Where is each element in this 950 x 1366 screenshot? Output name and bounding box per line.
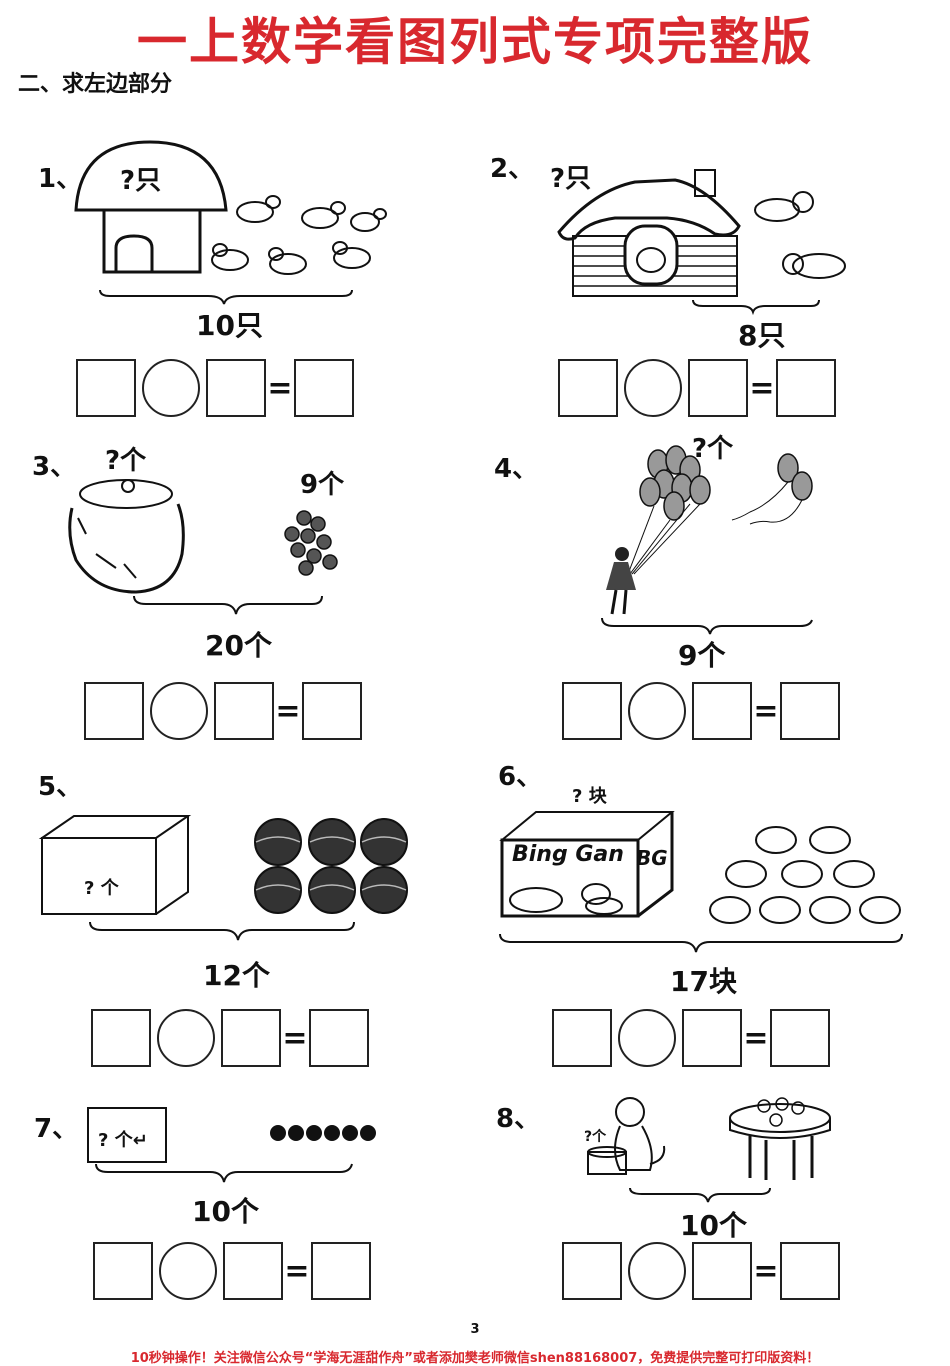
problem-3-illustration: [68, 479, 338, 615]
footer-promo: 10秒钟操作！关注微信公众号“学海无涯甜作舟”或者添加樊老师微信shen8816…: [130, 1351, 820, 1366]
equals-sign: =: [753, 1253, 779, 1289]
answer-box[interactable]: [223, 1242, 283, 1300]
problem-1-number: 1、: [38, 164, 83, 194]
problem-5-equation: =: [91, 1008, 369, 1068]
problem-8-equation: =: [562, 1241, 840, 1301]
problem-1-equation: =: [76, 358, 354, 418]
problem-1-unknown-label: ?只: [120, 166, 162, 196]
problem-5-illustration: [38, 815, 408, 941]
operator-circle[interactable]: [618, 1009, 676, 1067]
equals-sign: =: [267, 370, 293, 406]
answer-box[interactable]: [558, 359, 618, 417]
equals-sign: =: [282, 1020, 308, 1056]
operator-circle[interactable]: [624, 359, 682, 417]
answer-box[interactable]: [214, 682, 274, 740]
problem-1-total: 10只: [196, 309, 263, 342]
answer-box[interactable]: [309, 1009, 369, 1067]
problem-1-illustration: [74, 140, 387, 305]
problem-8-unknown-label: ?个: [584, 1129, 607, 1145]
answer-box[interactable]: [552, 1009, 612, 1067]
answer-box[interactable]: [562, 1242, 622, 1300]
answer-box[interactable]: [776, 359, 836, 417]
problem-2-unknown-label: ?只: [550, 164, 592, 194]
equals-sign: =: [275, 693, 301, 729]
answer-box[interactable]: [84, 682, 144, 740]
page-number: 3: [470, 1322, 480, 1337]
answer-box[interactable]: [688, 359, 748, 417]
problem-7-number: 7、: [34, 1114, 79, 1144]
problem-7-total: 10个: [192, 1195, 259, 1228]
problem-4-equation: =: [562, 681, 840, 741]
problem-3-equation: =: [84, 681, 362, 741]
problem-2-equation: =: [558, 358, 836, 418]
operator-circle[interactable]: [628, 1242, 686, 1300]
problem-6-illustration: [499, 811, 903, 953]
equals-sign: =: [284, 1253, 310, 1289]
problem-3-unknown-label: ?个: [105, 446, 147, 476]
problem-3-known-label: 9个: [300, 470, 345, 500]
operator-circle[interactable]: [159, 1242, 217, 1300]
problem-5-number: 5、: [38, 772, 83, 802]
answer-box[interactable]: [780, 682, 840, 740]
answer-box[interactable]: [76, 359, 136, 417]
problem-4-total: 9个: [678, 639, 726, 672]
problem-6-total: 17块: [670, 965, 737, 998]
answer-box[interactable]: [93, 1242, 153, 1300]
problem-6-equation: =: [552, 1008, 830, 1068]
problem-2-number: 2、: [490, 154, 535, 184]
answer-box[interactable]: [692, 682, 752, 740]
problem-8-total: 10个: [680, 1209, 747, 1242]
equals-sign: =: [753, 693, 779, 729]
problem-6-unknown-label: ? 块: [572, 786, 607, 807]
operator-circle[interactable]: [142, 359, 200, 417]
answer-box[interactable]: [780, 1242, 840, 1300]
problem-3-number: 3、: [32, 452, 77, 482]
problem-5-total: 12个: [203, 959, 270, 992]
problem-4-unknown-label: ?个: [692, 434, 734, 464]
problem-4-illustration: [601, 445, 813, 635]
problem-2-illustration: [557, 169, 846, 316]
problem-3-total: 20个: [205, 629, 272, 662]
operator-circle[interactable]: [150, 682, 208, 740]
answer-box[interactable]: [562, 682, 622, 740]
answer-box[interactable]: [91, 1009, 151, 1067]
answer-box[interactable]: [692, 1242, 752, 1300]
answer-box[interactable]: [302, 682, 362, 740]
problem-8-number: 8、: [496, 1104, 541, 1134]
problem-4-number: 4、: [494, 454, 539, 484]
answer-box[interactable]: [682, 1009, 742, 1067]
equals-sign: =: [743, 1020, 769, 1056]
operator-circle[interactable]: [157, 1009, 215, 1067]
equals-sign: =: [749, 370, 775, 406]
problem-8-illustration: [587, 1097, 831, 1203]
problem-7-equation: =: [93, 1241, 371, 1301]
problem-6-brand-label: Bing Gan: [512, 842, 624, 867]
section-heading: 二、求左边部分: [18, 72, 173, 97]
problem-7-unknown-label: ? 个↵: [98, 1130, 148, 1151]
answer-box[interactable]: [311, 1242, 371, 1300]
answer-box[interactable]: [770, 1009, 830, 1067]
answer-box[interactable]: [294, 359, 354, 417]
page-title: 一上数学看图列式专项完整版: [137, 13, 813, 71]
problem-6-number: 6、: [498, 762, 543, 792]
operator-circle[interactable]: [628, 682, 686, 740]
problem-6-brand-initials: BG: [636, 846, 668, 870]
answer-box[interactable]: [206, 359, 266, 417]
problem-5-unknown-label: ? 个: [84, 878, 119, 899]
problem-7-illustration: [87, 1107, 376, 1183]
answer-box[interactable]: [221, 1009, 281, 1067]
problem-2-total: 8只: [738, 319, 786, 352]
